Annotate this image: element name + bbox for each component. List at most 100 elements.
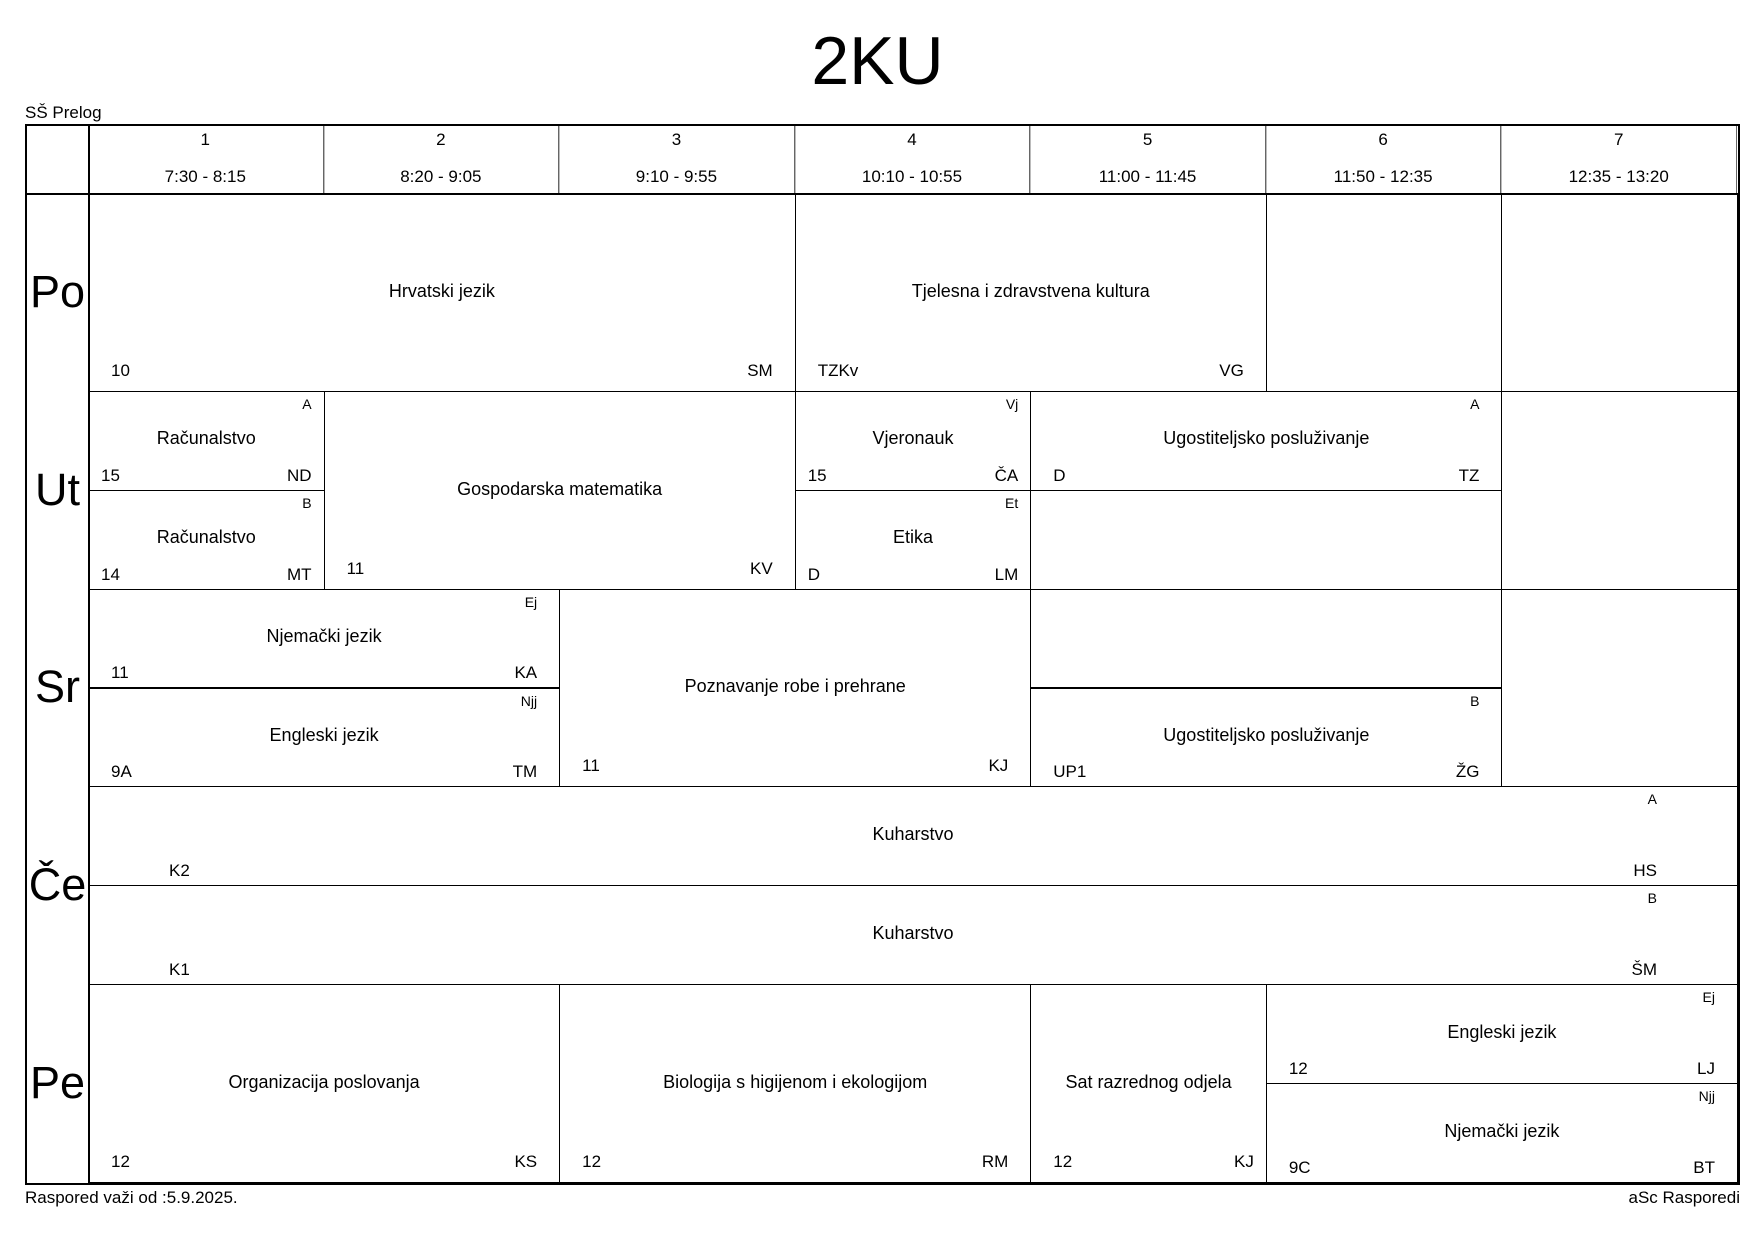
lesson-teacher: ŠM [1631,960,1658,980]
period-header: 7 12:35 - 13:20 [1501,126,1737,193]
lesson-room: K2 [169,861,190,881]
lesson-group: B [1470,692,1480,709]
day-label: Po [29,265,86,317]
lesson-subject: Sat razrednog odjela [1065,1072,1232,1093]
header-divider [27,193,1738,195]
lesson-room: 9C [1288,1157,1311,1177]
lesson-room: D [1053,465,1066,485]
lesson-teacher: LM [994,564,1019,584]
lesson-subject: Računalstvo [156,428,256,449]
lesson-group: Njj [1698,1088,1715,1105]
lesson-teacher: BT [1693,1157,1715,1177]
lesson-room: 9A [111,762,132,782]
lesson-subject: Etika [892,527,933,548]
empty-cell [1265,193,1503,392]
lesson-teacher: KA [514,663,538,683]
lesson-subject: Poznavanje robe i prehrane [684,676,906,697]
lesson-teacher: KS [514,1151,538,1171]
lesson-teacher: TZ [1458,465,1480,485]
period-time: 12:35 - 13:20 [1568,167,1669,186]
period-header: 3 9:10 - 9:55 [559,126,795,193]
lesson-room: 11 [346,558,365,578]
lesson-cell[interactable]: Sat razrednog odjela 12 KJ [1030,984,1267,1183]
lesson-room: 15 [807,465,827,485]
lesson-room: 12 [1053,1151,1073,1171]
lesson-teacher: ČA [994,465,1019,485]
period-number: 7 [1613,130,1624,149]
lesson-room: 12 [1288,1059,1308,1079]
lesson-group: A [1647,791,1657,808]
lesson-teacher: KJ [988,756,1009,776]
lesson-room: K1 [169,960,190,980]
lesson-room: 10 [111,360,130,380]
lesson-subject: Njemački jezik [266,626,382,647]
page-title: 2KU [811,23,944,99]
lesson-teacher: TM [512,762,538,782]
period-number: 3 [671,130,682,149]
period-time: 7:30 - 8:15 [164,167,246,186]
lesson-teacher: KJ [1234,1151,1254,1171]
lesson-group: B [1647,890,1657,907]
empty-cell [1501,390,1738,590]
lesson-room: UP1 [1053,762,1087,782]
lesson-subject: Organizacija poslovanja [228,1072,420,1093]
period-number: 2 [436,130,446,149]
lesson-room: TZKv [817,360,859,380]
lesson-group: B [302,494,312,511]
lesson-teacher: MT [287,564,312,584]
lesson-subject: Računalstvo [156,527,256,548]
lesson-cell[interactable]: Hrvatski jezik 10 SM [88,193,796,392]
lesson-room: 14 [101,564,120,584]
empty-cell [1501,193,1738,392]
lesson-teacher: VG [1219,360,1244,380]
period-time: 11:50 - 12:35 [1333,167,1433,186]
lesson-group: Njj [520,692,538,709]
lesson-subject: Hrvatski jezik [388,280,495,301]
lesson-subject: Engleski jezik [1447,1021,1557,1042]
lesson-group: Ej [1702,989,1715,1006]
day-label: Pe [29,1057,86,1109]
lesson-cell[interactable]: Organizacija poslovanja 12 KS [88,984,561,1183]
school-name: SŠ Prelog [25,103,102,122]
lesson-teacher: SM [747,360,773,380]
period-time: 11:00 - 11:45 [1098,167,1197,186]
lesson-subject: Biologija s higijenom i ekologijom [663,1072,928,1093]
lesson-subject: Ugostiteljsko posluživanje [1163,428,1370,449]
period-time: 10:10 - 10:55 [861,167,963,186]
day-label: Če [28,859,87,911]
lesson-group: Ej [524,593,538,610]
lesson-subject: Ugostiteljsko posluživanje [1163,725,1370,746]
lesson-subject: Kuharstvo [872,922,954,943]
period-number: 5 [1142,130,1153,149]
generator-credit: aSc Rasporedi [1628,1188,1740,1207]
lesson-room: 12 [111,1151,130,1171]
day-label: Ut [35,463,80,515]
lesson-subject: Kuharstvo [872,823,954,844]
lesson-cell[interactable]: Računalstvo 14 MT B [88,489,325,590]
lesson-subject: Tjelesna i zdravstvena kultura [911,280,1150,301]
lesson-room: D [807,564,820,584]
period-number: 4 [907,130,917,149]
empty-cell [1501,588,1738,788]
lesson-teacher: ND [287,465,312,485]
period-time: 9:10 - 9:55 [635,167,718,186]
